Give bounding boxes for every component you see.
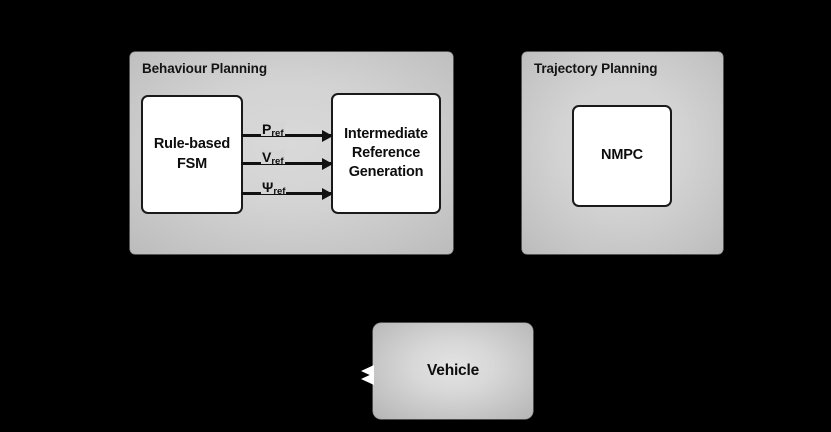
irg-line-1: Intermediate bbox=[344, 125, 428, 142]
panel-title-behaviour-planning: Behaviour Planning bbox=[142, 61, 267, 76]
block-rule-based-fsm[interactable]: Rule-based FSM bbox=[141, 95, 243, 214]
irg-line-2: Reference bbox=[351, 144, 421, 161]
signal-arrowhead-p-ref bbox=[322, 129, 333, 142]
vehicle-feedback-arrowhead-lower bbox=[361, 373, 374, 385]
signal-line-p-ref bbox=[241, 134, 332, 137]
signal-subscript-v-ref: ref bbox=[271, 155, 284, 167]
signal-arrow-p-ref: Pref bbox=[241, 121, 333, 142]
signal-label-v-ref: Vref bbox=[261, 148, 285, 167]
block-vehicle[interactable]: Vehicle bbox=[373, 323, 533, 419]
signal-symbol-v-ref: V bbox=[262, 148, 272, 165]
signal-subscript-p-ref: ref bbox=[271, 127, 284, 139]
signal-arrowhead-psi-ref bbox=[322, 187, 333, 200]
signal-symbol-p-ref: P bbox=[262, 120, 272, 137]
fsm-line-1: Rule-based bbox=[153, 136, 231, 153]
block-intermediate-reference-generation[interactable]: Intermediate Reference Generation bbox=[331, 93, 441, 214]
signal-label-psi-ref: Ψref bbox=[261, 178, 287, 197]
signal-label-p-ref: Pref bbox=[261, 120, 285, 139]
signal-arrow-psi-ref: Ψref bbox=[241, 179, 333, 200]
signal-arrowhead-v-ref bbox=[322, 157, 333, 170]
panel-trajectory-planning: Trajectory Planning NMPC bbox=[522, 52, 723, 254]
signal-subscript-psi-ref: ref bbox=[273, 185, 286, 197]
block-nmpc[interactable]: NMPC bbox=[572, 105, 672, 207]
signal-arrow-v-ref: Vref bbox=[241, 149, 333, 170]
fsm-line-2: FSM bbox=[176, 155, 207, 172]
block-label-intermediate-reference-generation: Intermediate Reference Generation bbox=[344, 125, 428, 182]
panel-title-trajectory-planning: Trajectory Planning bbox=[534, 61, 658, 76]
signal-line-psi-ref bbox=[241, 192, 332, 195]
block-label-vehicle: Vehicle bbox=[426, 362, 480, 379]
block-label-rule-based-fsm: Rule-based FSM bbox=[154, 135, 230, 173]
signal-symbol-psi-ref: Ψ bbox=[262, 178, 274, 195]
irg-line-3: Generation bbox=[348, 164, 424, 181]
block-label-nmpc: NMPC bbox=[601, 147, 643, 164]
panel-behaviour-planning: Behaviour Planning Rule-based FSM Interm… bbox=[130, 52, 453, 254]
signal-line-v-ref bbox=[241, 162, 332, 165]
